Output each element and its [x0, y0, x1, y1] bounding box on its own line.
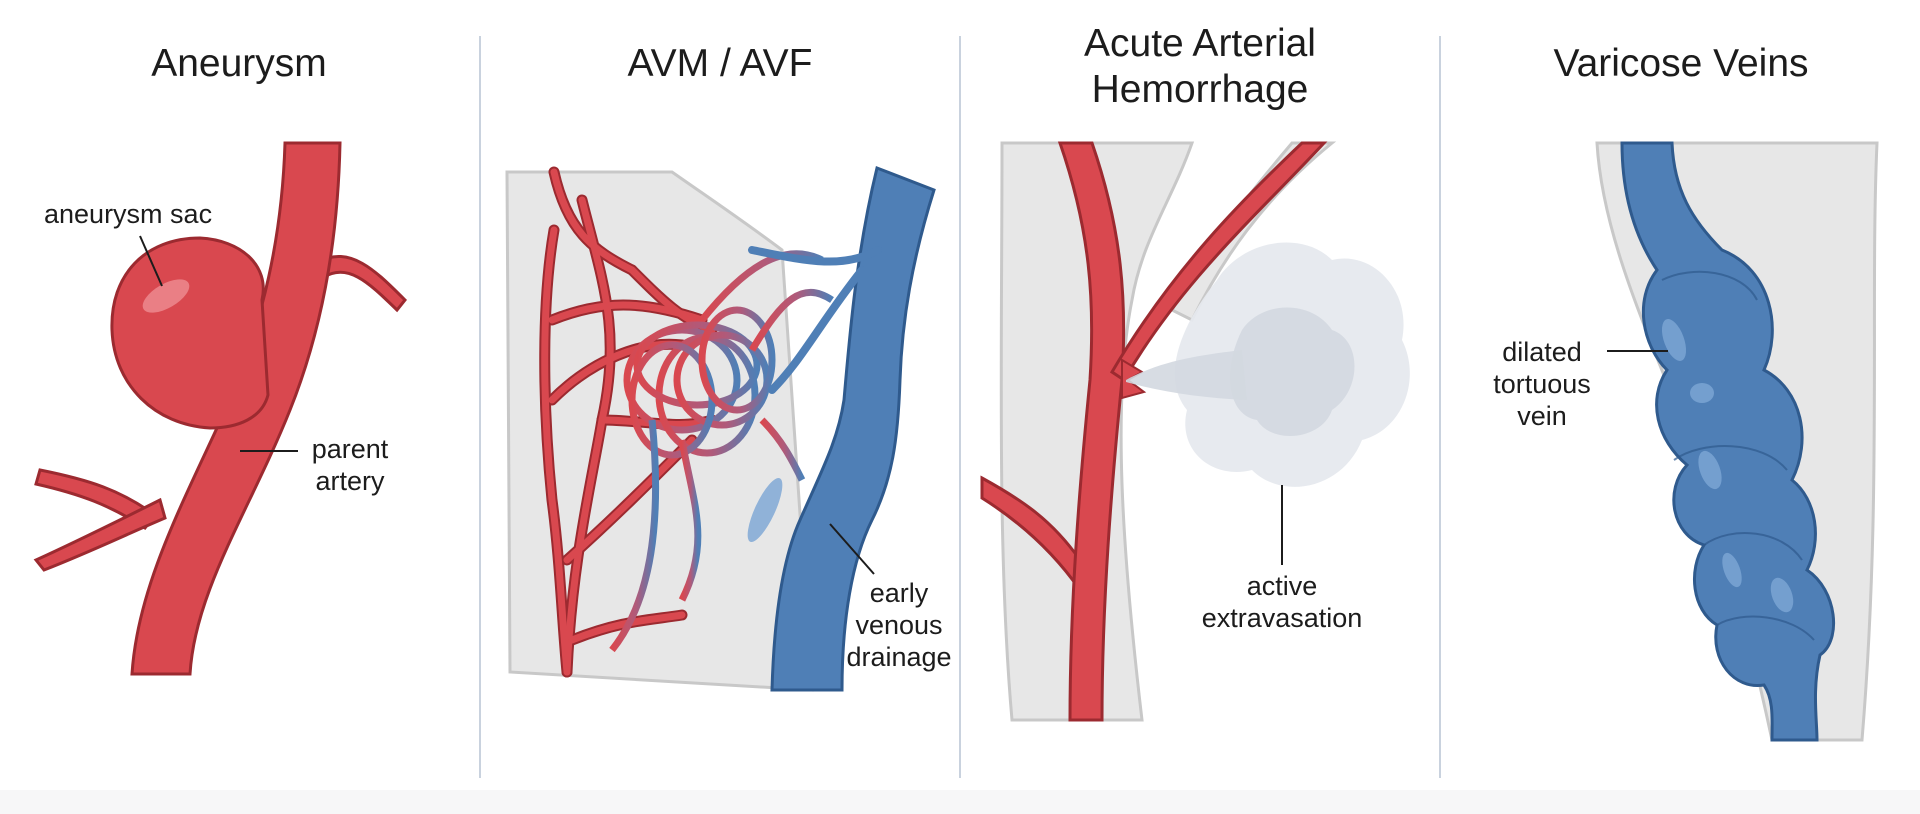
vein-highlights: [1661, 319, 1794, 613]
label-early: early: [869, 578, 929, 608]
venous-tributaries: [748, 246, 882, 394]
aneurysm-sac-highlight: [142, 279, 190, 313]
tissue-background: [505, 170, 814, 692]
label-aneurysm-sac: aneurysm sac: [44, 199, 213, 229]
label-parent-line1: parent: [311, 434, 389, 464]
extravasation-core: [1230, 307, 1355, 437]
panel-arterial-hemorrhage: Acute Arterial Hemorrhage active extrava…: [962, 0, 1438, 790]
panel-divider-1: [479, 36, 481, 778]
right-branch-vessel: [316, 255, 408, 313]
main-artery: [1057, 141, 1126, 722]
label-vein: vein: [1517, 401, 1567, 431]
avm-nidus: [609, 250, 834, 653]
panel-title-aneurysm: Aneurysm: [151, 42, 327, 85]
label-parent-line2: artery: [315, 466, 385, 496]
panel-divider-3: [1439, 36, 1441, 778]
draining-vein-highlight: [747, 477, 783, 543]
left-lower-branch-vessel: [33, 497, 167, 572]
draining-vein: [770, 165, 936, 692]
label-dilated: dilated: [1502, 337, 1582, 367]
varicose-illustration: [1595, 141, 1879, 742]
panel-title-varicose-veins: Varicose Veins: [1553, 42, 1809, 85]
panel-avm-avf: AVM / AVF: [482, 0, 958, 790]
label-venous: venous: [855, 610, 943, 640]
bottom-band: [0, 790, 1920, 814]
panel-title-avm-avf: AVM / AVF: [627, 42, 813, 85]
aneurysm-illustration: [33, 141, 408, 676]
aneurysm-sac: [110, 236, 270, 430]
hemorrhage-illustration: [980, 141, 1410, 722]
venous-drainage-leader-line: [829, 523, 875, 575]
vein-bulge-outlines: [1661, 270, 1815, 641]
label-extravasation: extravasation: [1201, 603, 1363, 633]
left-branch-vessel: [34, 468, 158, 531]
label-tortuous: tortuous: [1493, 369, 1591, 399]
panel-aneurysm: Aneurysm aneurysm sac parent artery: [0, 0, 478, 790]
aneurysm-sac-leader-line: [139, 235, 163, 287]
panel-varicose-veins: Varicose Veins dila: [1442, 0, 1920, 790]
avm-illustration: [505, 165, 936, 692]
label-drainage: drainage: [846, 642, 952, 672]
extravasation-jet: [1126, 350, 1247, 400]
panel-title-hemorrhage-line2: Hemorrhage: [1091, 68, 1309, 111]
label-active: active: [1246, 571, 1318, 601]
rupture-point: [1121, 358, 1147, 400]
panel-title-hemorrhage-line1: Acute Arterial: [1084, 22, 1316, 65]
panel-divider-2: [959, 36, 961, 778]
